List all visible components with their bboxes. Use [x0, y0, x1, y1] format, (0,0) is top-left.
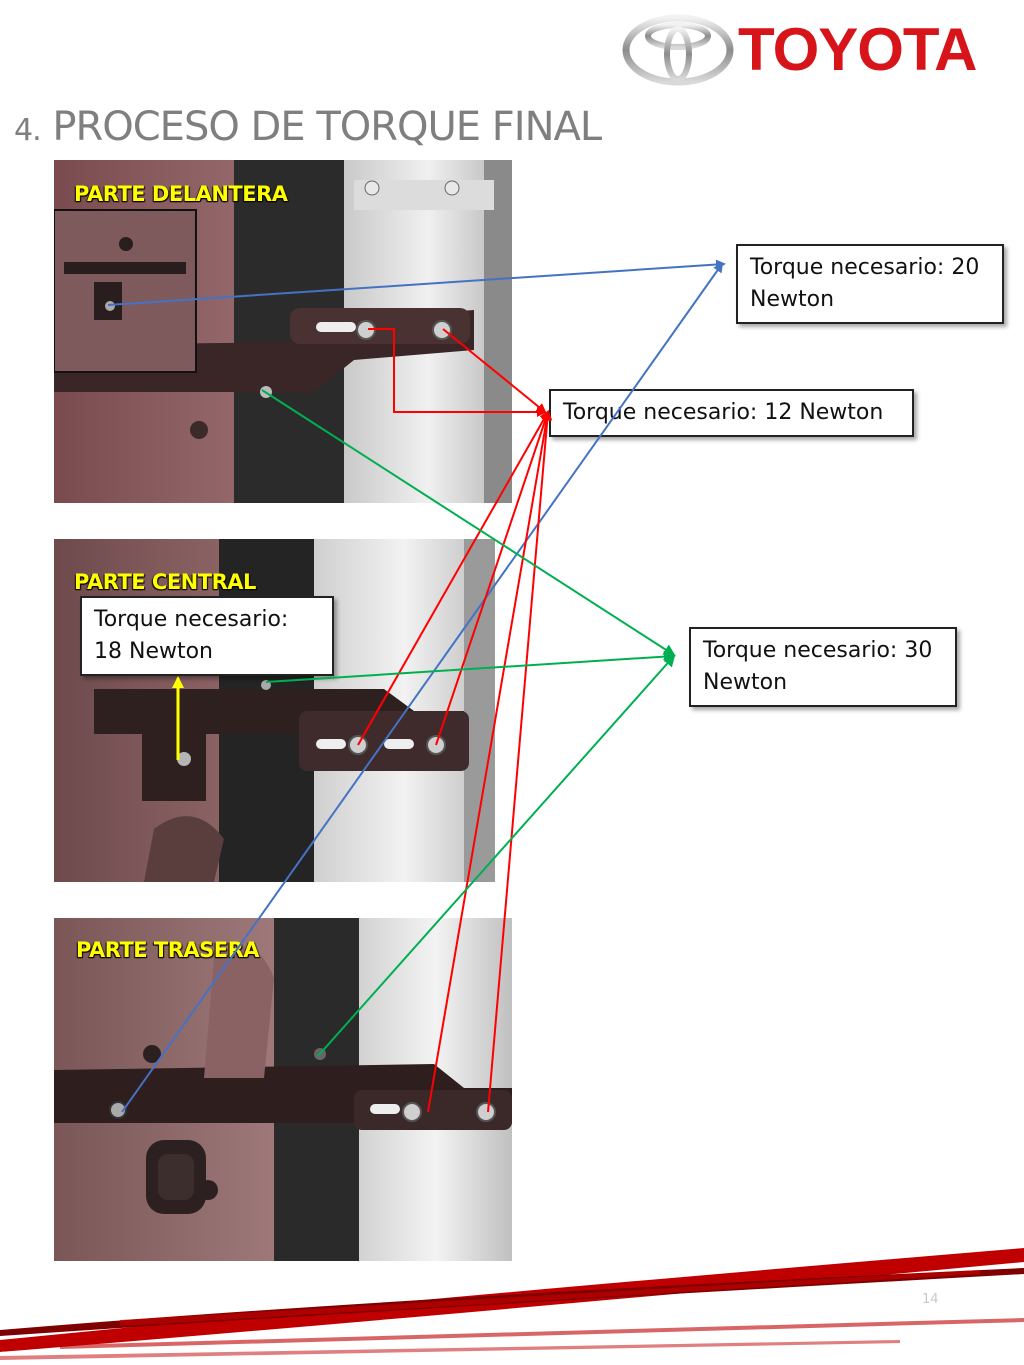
title-number: 4. — [14, 113, 42, 148]
page-number: 14 — [922, 1292, 939, 1307]
footer-swoosh — [0, 1248, 1024, 1365]
title-text: PROCESO DE TORQUE FINAL — [40, 104, 602, 150]
photo-front-image — [54, 160, 512, 503]
toyota-emblem-icon — [622, 14, 734, 86]
photo-rear: PARTE TRASERA — [54, 918, 512, 1261]
photo-rear-image — [54, 918, 512, 1261]
callout-torque-30: Torque necesario: 30 Newton — [689, 627, 957, 707]
logo-wordmark: TOYOTA — [738, 16, 977, 83]
callout-torque-12: Torque necesario: 12 Newton — [549, 389, 914, 437]
photo-rear-label: PARTE TRASERA — [76, 938, 260, 962]
photo-center-label: PARTE CENTRAL — [74, 570, 256, 594]
callout-torque-20: Torque necesario: 20 Newton — [736, 244, 1004, 324]
slide-title: 4. PROCESO DE TORQUE FINAL — [14, 104, 602, 150]
toyota-logo: TOYOTA — [622, 12, 1012, 88]
photo-front-label: PARTE DELANTERA — [74, 182, 288, 206]
photo-front: PARTE DELANTERA — [54, 160, 512, 503]
photo-center: PARTE CENTRAL — [54, 539, 495, 882]
callout-torque-18: Torque necesario: 18 Newton — [80, 596, 334, 676]
